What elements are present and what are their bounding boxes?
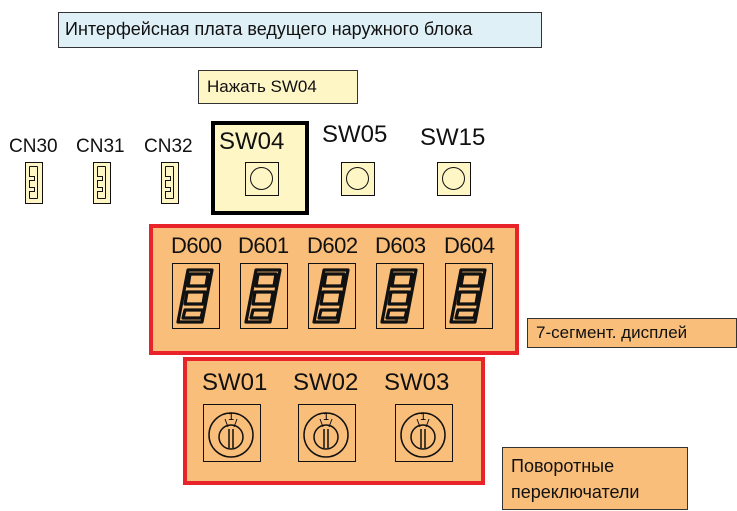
rotary-dial-icon: 1 <box>208 411 254 458</box>
rotary-switch-label-sw01: SW01 <box>202 369 268 396</box>
connector-label-cn30: CN30 <box>9 136 58 157</box>
push-switch-label-sw04: SW04 <box>219 128 285 155</box>
seven-segment-caption: 7-сегмент. дисплей <box>527 318 737 348</box>
rotary-switch-sw01[interactable]: 1 <box>203 404 261 462</box>
segment-digit-d603 <box>376 263 424 329</box>
push-switch-sw15[interactable] <box>437 162 471 196</box>
push-switch-sw05[interactable] <box>341 162 375 196</box>
push-switch-label-sw05: SW05 <box>322 121 388 148</box>
seven-segment-icon <box>244 268 282 324</box>
seven-segment-icon <box>380 268 418 324</box>
seven-segment-icon <box>312 268 350 324</box>
press-sw04-note: Нажать SW04 <box>198 70 358 104</box>
rotary-switch-sw03[interactable]: 1 <box>395 404 453 462</box>
board-title: Интерфейсная плата ведущего наружного бл… <box>58 12 542 48</box>
connector-label-cn31: CN31 <box>76 136 125 157</box>
rotary-caption-line1: Поворотные <box>511 456 615 476</box>
seven-segment-icon <box>176 268 214 324</box>
digit-label-d601: D601 <box>238 233 289 258</box>
connector-label-cn32: CN32 <box>144 136 193 157</box>
rotary-switch-label-sw03: SW03 <box>384 369 450 396</box>
rotary-mark-sw01: 1 <box>228 411 234 423</box>
rotary-mark-sw03: 1 <box>420 411 426 423</box>
digit-label-d600: D600 <box>171 233 222 258</box>
segment-digit-d601 <box>240 263 288 329</box>
sw04-highlight-frame <box>211 121 309 215</box>
segment-digit-d600 <box>172 263 220 329</box>
digit-label-d604: D604 <box>444 233 495 258</box>
connector-cn31 <box>93 162 111 204</box>
segment-digit-d604 <box>445 263 493 329</box>
rotary-switch-caption: Поворотные переключатели <box>502 447 688 510</box>
digit-label-d603: D603 <box>375 233 426 258</box>
rotary-dial-icon: 1 <box>303 411 349 458</box>
seven-segment-icon <box>449 268 487 324</box>
rotary-mark-sw02: 1 <box>323 411 329 423</box>
push-switch-sw04[interactable] <box>245 162 279 196</box>
push-switch-label-sw15: SW15 <box>420 124 486 151</box>
connector-cn30 <box>25 162 43 204</box>
rotary-caption-line2: переключатели <box>511 482 640 502</box>
rotary-switch-sw02[interactable]: 1 <box>298 404 356 462</box>
rotary-switch-label-sw02: SW02 <box>293 369 359 396</box>
segment-digit-d602 <box>308 263 356 329</box>
digit-label-d602: D602 <box>307 233 358 258</box>
rotary-dial-icon: 1 <box>400 411 446 458</box>
connector-cn32 <box>161 162 179 204</box>
